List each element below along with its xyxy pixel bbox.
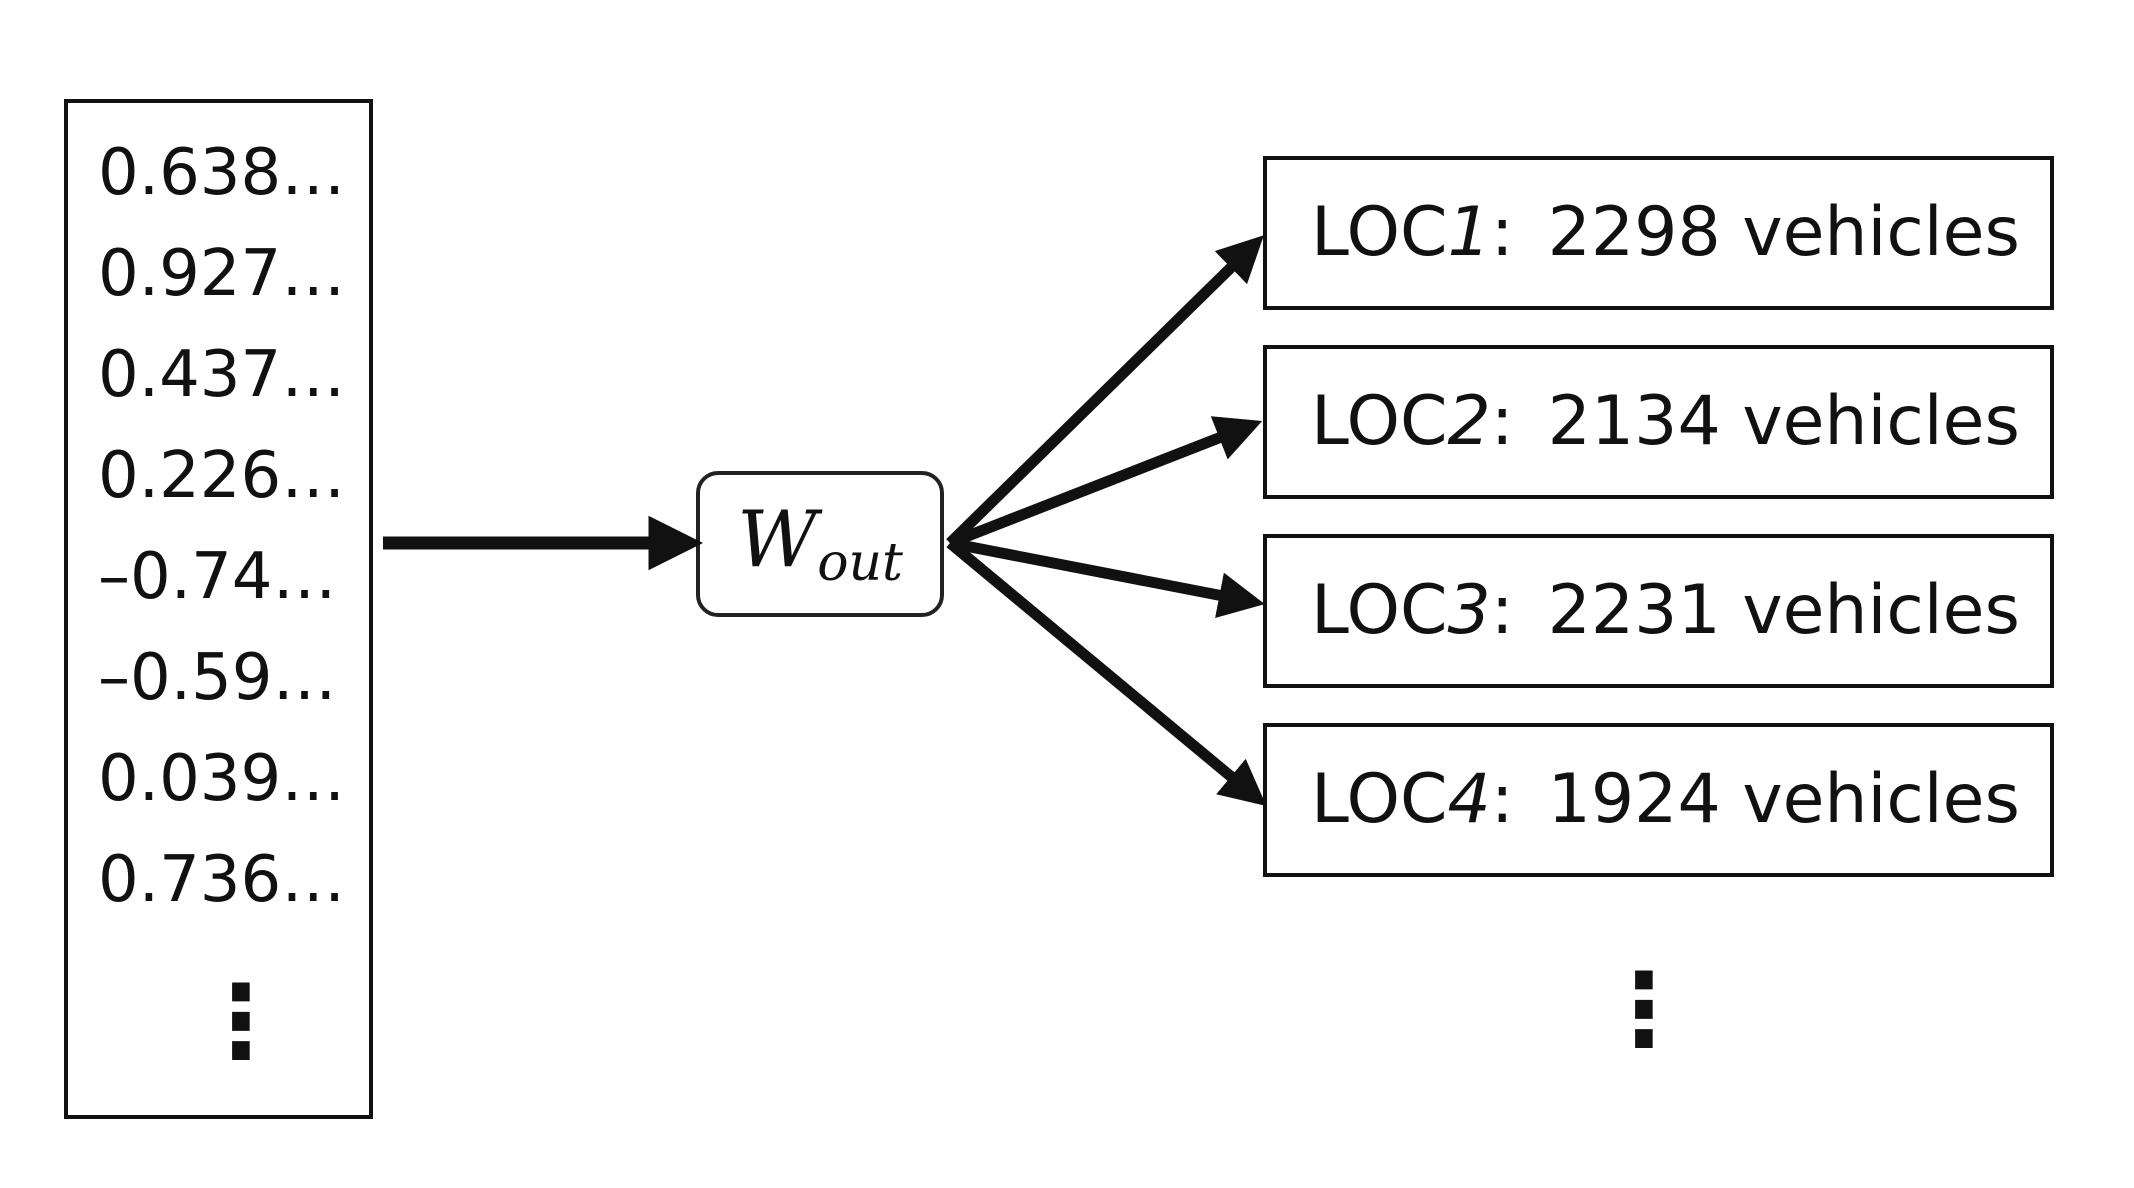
location-prefix: LOC [1311,193,1448,272]
location-label-2: LOC2:2134 vehicles [1311,349,2020,495]
vector-value-5: –0.74… [98,540,337,614]
vector-value-6: –0.59… [98,641,337,715]
location-prefix: LOC [1311,760,1448,839]
location-number: 4 [1447,760,1491,839]
location-box-3: LOC3:2231 vehicles [1263,534,2054,688]
vector-value-4: 0.226… [98,439,346,513]
weight-symbol: W [737,495,818,585]
output-arrow-3 [948,537,1265,618]
vector-value-3: 0.437… [98,338,346,412]
location-label-1: LOC1:2298 vehicles [1311,160,2020,306]
location-prefix: LOC [1311,571,1448,650]
vehicle-count: 2134 vehicles [1547,382,2020,461]
location-box-2: LOC2:2134 vehicles [1263,345,2054,499]
location-colon: : [1490,193,1514,272]
vehicle-count: 2231 vehicles [1547,571,2020,650]
location-label-4: LOC4:1924 vehicles [1311,727,2020,873]
location-number: 3 [1447,571,1491,650]
location-number: 2 [1447,382,1491,461]
location-colon: : [1490,571,1514,650]
output-arrow-4 [946,538,1267,807]
vector-value-2: 0.927… [98,237,346,311]
location-box-1: LOC1:2298 vehicles [1263,156,2054,310]
vector-value-8: 0.736… [98,843,346,917]
input-vector-box [64,99,373,1119]
location-number: 1 [1447,193,1491,272]
vehicle-count: 1924 vehicles [1547,760,2020,839]
location-colon: : [1490,760,1514,839]
weight-subscript: out [817,533,903,593]
output-arrow-2 [947,416,1263,549]
vector-value-1: 0.638… [98,136,346,210]
output-arrow-1 [946,235,1264,547]
location-box-4: LOC4:1924 vehicles [1263,723,2054,877]
vehicle-count: 2298 vehicles [1547,193,2020,272]
location-colon: : [1490,382,1514,461]
location-label-3: LOC3:2231 vehicles [1311,538,2020,684]
location-prefix: LOC [1311,382,1448,461]
weight-label: Wout [700,475,940,613]
vector-value-7: 0.039… [98,742,346,816]
